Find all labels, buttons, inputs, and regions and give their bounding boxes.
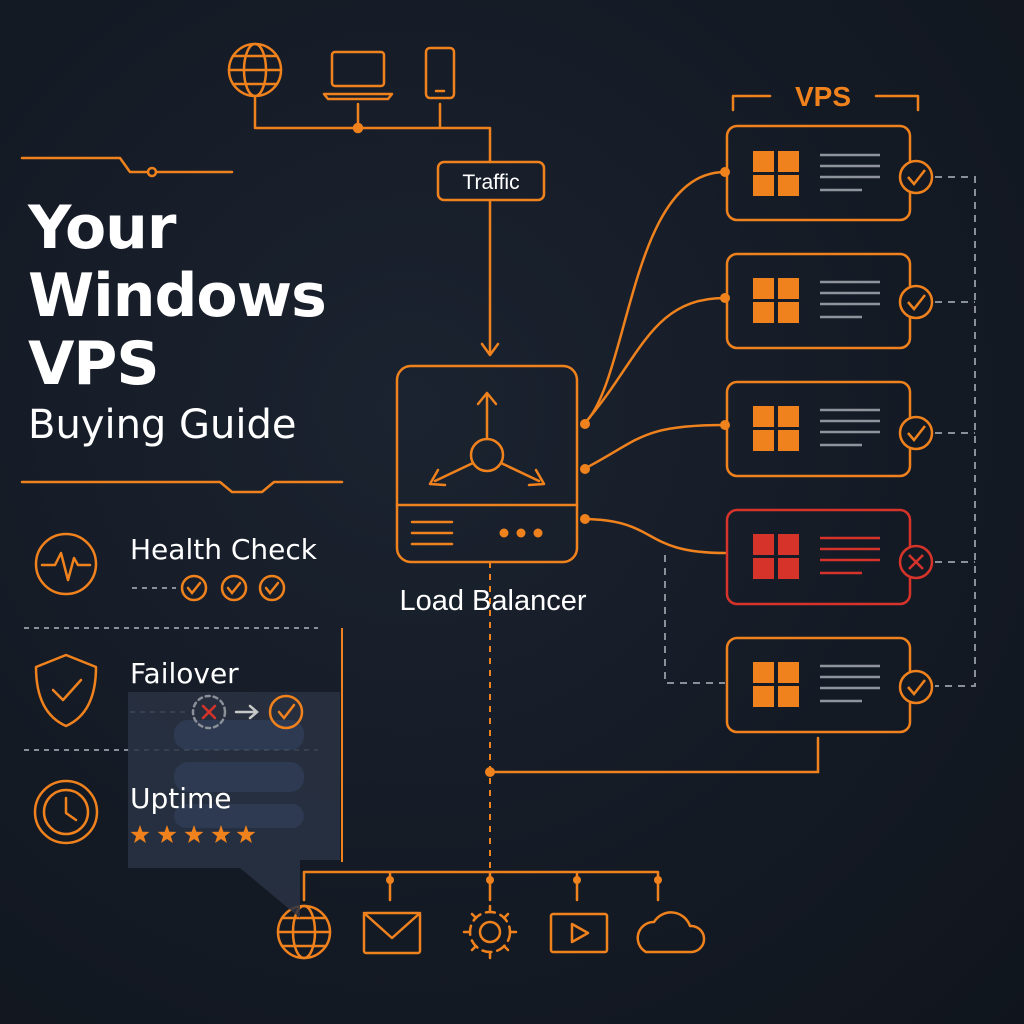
- gear-icon: [462, 904, 518, 960]
- backup-links: [664, 176, 976, 687]
- connector-dot: [352, 122, 364, 134]
- windows-logo: [753, 662, 799, 707]
- uptime-stars: [130, 825, 256, 843]
- title-rule-dot: [146, 166, 158, 178]
- vps-bracket: [731, 94, 920, 112]
- heartbeat-icon: [34, 532, 98, 596]
- title-line-1: Your: [28, 193, 176, 263]
- check-icon: [898, 159, 934, 195]
- vps-node-3: [725, 380, 934, 478]
- check-icon: [898, 669, 934, 705]
- shield-check-icon: [34, 653, 98, 728]
- services-bus: [302, 870, 660, 902]
- distribution-icon: [428, 391, 546, 487]
- vps-node-1: [725, 124, 934, 222]
- traffic-label: Traffic: [462, 171, 519, 194]
- windows-logo: [753, 278, 799, 323]
- phone-icon: [424, 46, 456, 100]
- globe-icon: [227, 42, 283, 98]
- lb-to-vps-links: [582, 170, 727, 555]
- cloud-icon: [636, 911, 706, 954]
- check-icon: [898, 284, 934, 320]
- client-connector: [253, 96, 492, 164]
- load-balancer-box: [395, 364, 579, 564]
- windows-logo: [753, 534, 799, 579]
- lb-display-lines: [410, 520, 454, 546]
- vps-node-5: [725, 636, 934, 734]
- windows-logo: [753, 406, 799, 451]
- health-check-ticks: [180, 574, 286, 602]
- video-icon: [549, 912, 609, 954]
- check-icon: [898, 415, 934, 451]
- vps-group-label: VPS: [795, 81, 851, 112]
- traffic-arrow: [480, 198, 500, 357]
- feature-uptime-label: Uptime: [130, 782, 232, 815]
- windows-logo: [753, 151, 799, 196]
- laptop-icon: [322, 50, 394, 101]
- load-balancer-label: Load Balancer: [399, 585, 586, 617]
- globe-icon: [276, 904, 332, 960]
- vps-return-line: [488, 736, 820, 774]
- failover-indicator: [191, 694, 304, 730]
- title-bottom-rule: [20, 480, 344, 494]
- error-x-icon: [898, 544, 934, 580]
- mail-icon: [362, 911, 422, 955]
- title-line-2: Windows: [28, 261, 327, 331]
- lb-status-dots: [499, 528, 543, 538]
- vps-node-4-failed: [725, 508, 934, 606]
- feature-failover-label: Failover: [130, 657, 239, 690]
- subtitle: Buying Guide: [28, 402, 297, 448]
- feature-health-check-label: Health Check: [130, 533, 317, 566]
- vps-node-2: [725, 252, 934, 350]
- title-top-rule: [20, 156, 234, 174]
- clock-icon: [33, 779, 99, 845]
- title-line-3: VPS: [28, 329, 160, 399]
